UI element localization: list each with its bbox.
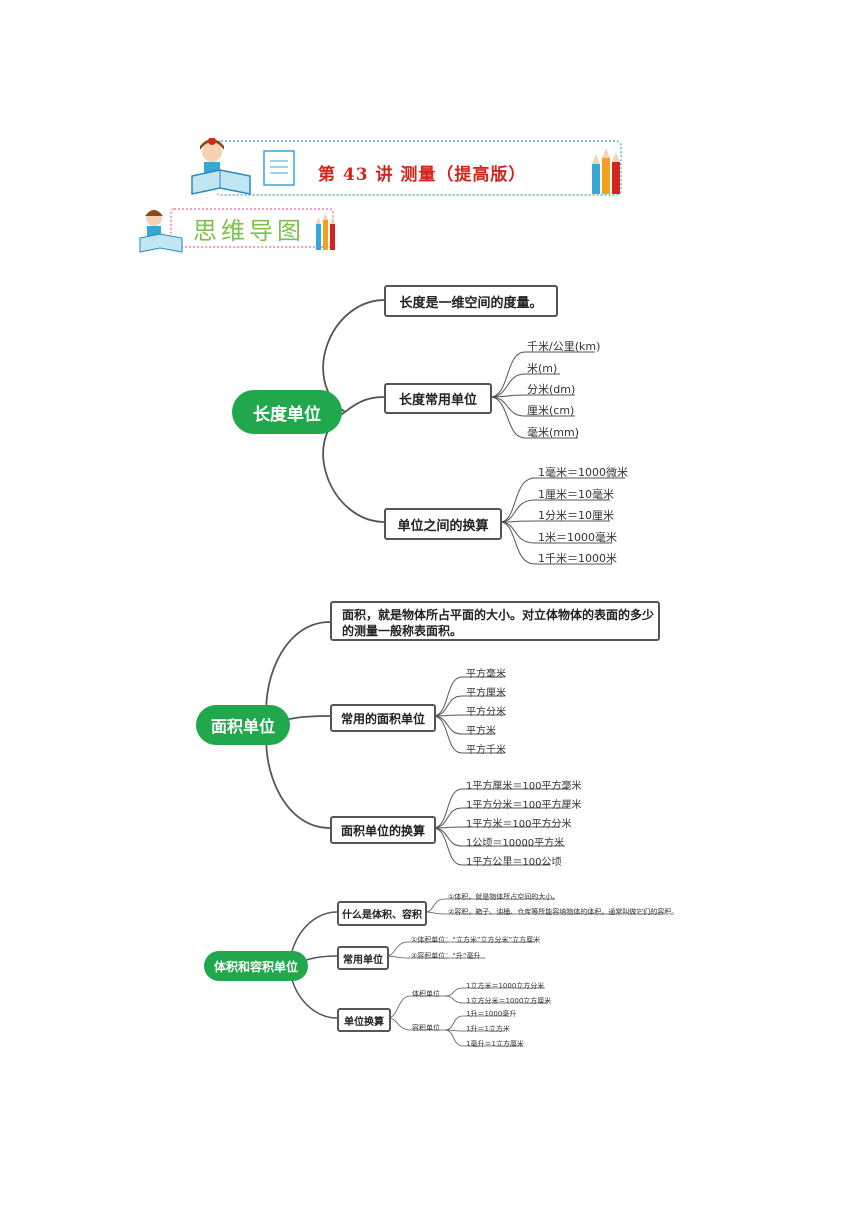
node-capacity-unit-group: 容积单位 bbox=[412, 1024, 440, 1032]
leaf-capacity-conversion: 1毫升＝1立方厘米 bbox=[466, 1040, 524, 1048]
root-node-length: 长度单位 bbox=[232, 390, 342, 434]
node-length-units: 长度常用单位 bbox=[384, 383, 492, 414]
leaf-length-conversion: 1分米＝10厘米 bbox=[538, 509, 614, 522]
title-banner-frame bbox=[215, 140, 622, 196]
page-title: 第 43 讲 测量（提高版） bbox=[318, 165, 527, 185]
leaf-area-unit: 平方分米 bbox=[466, 707, 506, 718]
leaf-area-conversion: 1平方米＝100平方分米 bbox=[466, 819, 572, 830]
leaf-length-conversion: 1米＝1000毫米 bbox=[538, 531, 617, 544]
leaf-length-unit: 分米(dm) bbox=[527, 383, 576, 396]
leaf-volume-conversion: 1立方米＝1000立方分米 bbox=[466, 982, 545, 990]
leaf-volume-conversion: 1立方分米＝1000立方厘米 bbox=[466, 997, 552, 1005]
root-node-volume: 体积和容积单位 bbox=[204, 951, 308, 981]
leaf-length-unit: 毫米(mm) bbox=[527, 426, 580, 439]
leaf-area-unit: 平方毫米 bbox=[466, 669, 506, 680]
leaf-length-conversion: 1厘米＝10毫米 bbox=[538, 488, 614, 501]
pencils-icon bbox=[592, 148, 620, 194]
student-reading-icon bbox=[139, 210, 183, 253]
leaf-area-unit: 平方千米 bbox=[466, 745, 506, 756]
node-volume-conversions: 单位换算 bbox=[337, 1008, 391, 1032]
leaf-volume-common: ②容积单位：“升”毫升 bbox=[411, 952, 481, 960]
notebook-icon bbox=[263, 150, 295, 186]
node-area-units: 常用的面积单位 bbox=[330, 704, 436, 732]
leaf-area-conversion: 1平方厘米＝100平方毫米 bbox=[466, 781, 582, 792]
leaf-area-conversion: 1公顷＝10000平方米 bbox=[466, 838, 565, 849]
leaf-length-conversion: 1千米＝1000米 bbox=[538, 552, 617, 565]
node-volume-what: 什么是体积、容积 bbox=[337, 901, 427, 926]
leaf-area-conversion: 1平方分米＝100平方厘米 bbox=[466, 800, 582, 811]
small-pencils-icon bbox=[316, 213, 335, 250]
leaf-area-unit: 平方米 bbox=[466, 726, 496, 737]
leaf-volume-what: ②容积，箱子、油桶、仓库等所能容纳物体的体积，通常叫做它们的容积。 bbox=[448, 908, 679, 916]
leaf-length-unit: 米(m) bbox=[527, 362, 558, 375]
node-volume-unit-group: 体积单位 bbox=[412, 990, 440, 998]
leaf-capacity-conversion: 1升＝1000毫升 bbox=[466, 1010, 517, 1018]
root-node-area: 面积单位 bbox=[196, 705, 290, 745]
leaf-volume-common: ①体积单位：“立方米”立方分米”立方厘米 bbox=[411, 936, 541, 944]
node-volume-common-units: 常用单位 bbox=[337, 946, 389, 970]
leaf-capacity-conversion: 1升＝1立方米 bbox=[466, 1025, 510, 1033]
leaf-area-unit: 平方厘米 bbox=[466, 688, 506, 699]
leaf-area-conversion: 1平方公里＝100公顷 bbox=[466, 857, 562, 868]
leaf-length-unit: 千米/公里(km) bbox=[527, 340, 601, 353]
section-title: 思维导图 bbox=[193, 217, 305, 245]
node-area-definition: 面积，就是物体所占平面的大小。对立体物体的表面的多少 的测量一般称表面积。 bbox=[330, 601, 660, 641]
leaf-length-conversion: 1毫米＝1000微米 bbox=[538, 466, 628, 479]
node-length-definition: 长度是一维空间的度量。 bbox=[384, 285, 558, 317]
girl-reading-book-icon bbox=[191, 138, 251, 195]
node-length-conversions: 单位之间的换算 bbox=[384, 508, 502, 540]
leaf-length-unit: 厘米(cm) bbox=[527, 404, 575, 417]
area-definition-line-1: 面积，就是物体所占平面的大小。对立体物体的表面的多少 bbox=[342, 608, 655, 622]
area-definition-line-2: 的测量一般称表面积。 bbox=[342, 624, 463, 638]
leaf-volume-what: ①体积，就是物体所占空间的大小。 bbox=[448, 893, 560, 901]
node-area-conversions: 面积单位的换算 bbox=[330, 816, 436, 844]
